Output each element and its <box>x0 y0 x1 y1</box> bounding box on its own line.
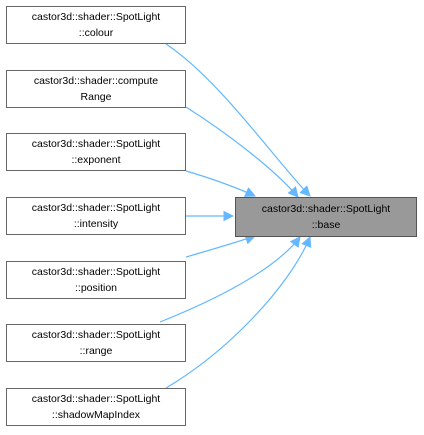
edge-computerange <box>185 106 299 198</box>
caller-node-colour[interactable]: castor3d::shader::SpotLight ::colour <box>6 6 186 44</box>
node-line1: castor3d::shader::SpotLight <box>31 11 161 23</box>
node-line1: castor3d::shader::SpotLight <box>31 266 161 278</box>
node-line2: ::position <box>74 282 118 294</box>
caller-node-intensity[interactable]: castor3d::shader::SpotLight ::intensity <box>6 197 186 235</box>
node-line2: ::shadowMapIndex <box>51 409 141 421</box>
node-line2: ::colour <box>78 27 114 39</box>
node-line1: castor3d::shader::SpotLight <box>31 393 161 405</box>
edge-position <box>185 234 257 258</box>
edge-exponent <box>185 170 256 197</box>
node-line2: ::intensity <box>73 218 119 230</box>
node-line2: ::range <box>79 345 113 357</box>
target-node-base: castor3d::shader::SpotLight ::base <box>235 197 417 237</box>
node-line2: ::exponent <box>71 154 121 166</box>
node-line1: castor3d::shader::SpotLight <box>31 138 161 150</box>
caller-node-shadowmapindex[interactable]: castor3d::shader::SpotLight ::shadowMapI… <box>6 388 186 426</box>
caller-node-compute-range[interactable]: castor3d::shader::compute Range <box>6 70 186 108</box>
caller-node-position[interactable]: castor3d::shader::SpotLight ::position <box>6 261 186 299</box>
node-line2: Range <box>80 91 112 103</box>
edge-colour <box>165 43 311 197</box>
node-line1: castor3d::shader::SpotLight <box>31 202 161 214</box>
node-line1: castor3d::shader::SpotLight <box>31 329 161 341</box>
node-line2: ::base <box>311 219 341 231</box>
edge-range <box>159 236 301 323</box>
node-line1: castor3d::shader::compute <box>33 75 159 87</box>
caller-node-range[interactable]: castor3d::shader::SpotLight ::range <box>6 324 186 362</box>
edge-shadowmapindex <box>165 236 312 389</box>
node-line1: castor3d::shader::SpotLight <box>261 203 391 215</box>
caller-node-exponent[interactable]: castor3d::shader::SpotLight ::exponent <box>6 133 186 171</box>
